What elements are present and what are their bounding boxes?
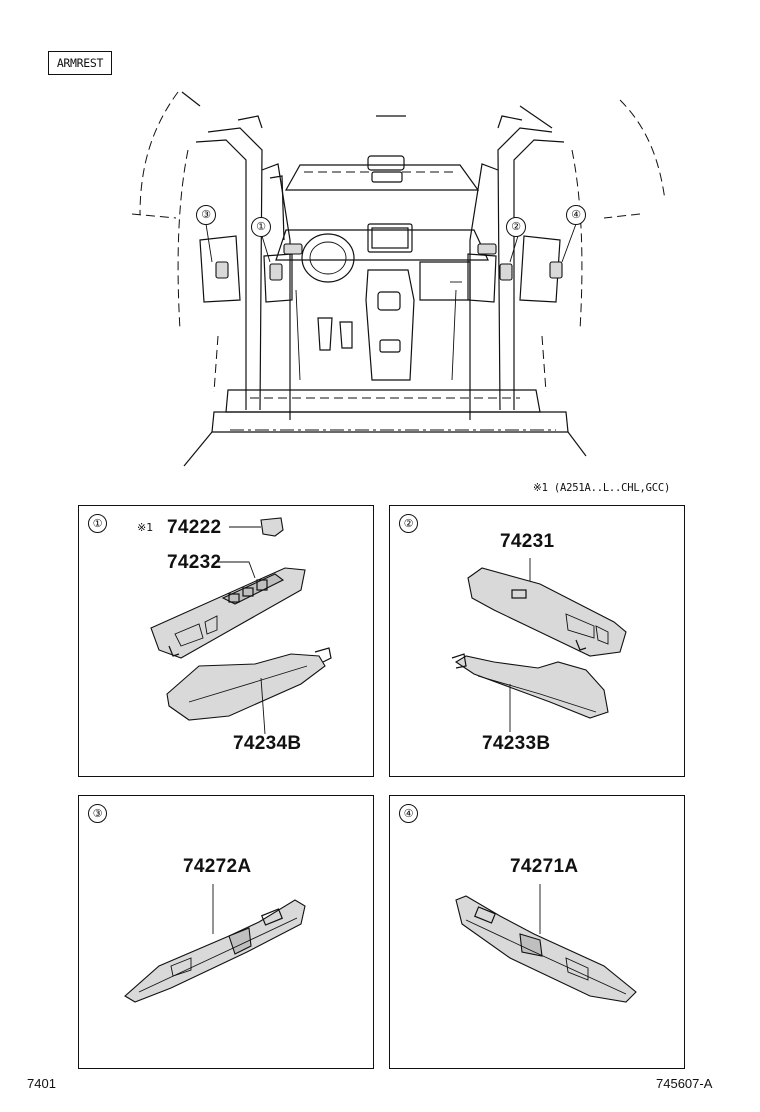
panel-3-number: ③ <box>88 804 107 823</box>
overview-callout-1: ① <box>251 217 271 237</box>
panel-4: ④ 74271A <box>389 795 685 1069</box>
part-74232[interactable]: 74232 <box>167 552 222 573</box>
overview-callout-4: ④ <box>566 205 586 225</box>
part-74272A[interactable]: 74272A <box>183 856 252 877</box>
page-code: 7401 <box>27 1076 56 1091</box>
part-74222[interactable]: 74222 <box>167 517 222 538</box>
footnote: ※1 (A251A..L..CHL,GCC) <box>533 482 671 494</box>
panel-1: ① ※1 74222 74232 74234B <box>78 505 374 777</box>
part-74234B[interactable]: 74234B <box>233 733 302 754</box>
panel-2: ② 74231 74233B <box>389 505 685 777</box>
panel-3: ③ 74272A <box>78 795 374 1069</box>
panel-4-number: ④ <box>399 804 418 823</box>
part-74271A[interactable]: 74271A <box>510 856 579 877</box>
section-label: ARMREST <box>48 51 112 75</box>
panel-1-drawing <box>150 517 332 735</box>
illustration-code: 745607-A <box>656 1076 713 1091</box>
part-74231[interactable]: 74231 <box>500 531 555 552</box>
panel-2-number: ② <box>399 514 418 533</box>
overview-callout-3: ③ <box>196 205 216 225</box>
panel-1-number: ① <box>88 514 107 533</box>
panel-4-drawing <box>455 884 637 1003</box>
panel-3-drawing <box>124 884 306 1003</box>
interior-overview-drawing <box>131 91 666 467</box>
overview-callout-2: ② <box>506 217 526 237</box>
panel-1-marker: ※1 <box>137 521 154 534</box>
panel-2-drawing <box>451 558 627 732</box>
part-74233B[interactable]: 74233B <box>482 733 551 754</box>
